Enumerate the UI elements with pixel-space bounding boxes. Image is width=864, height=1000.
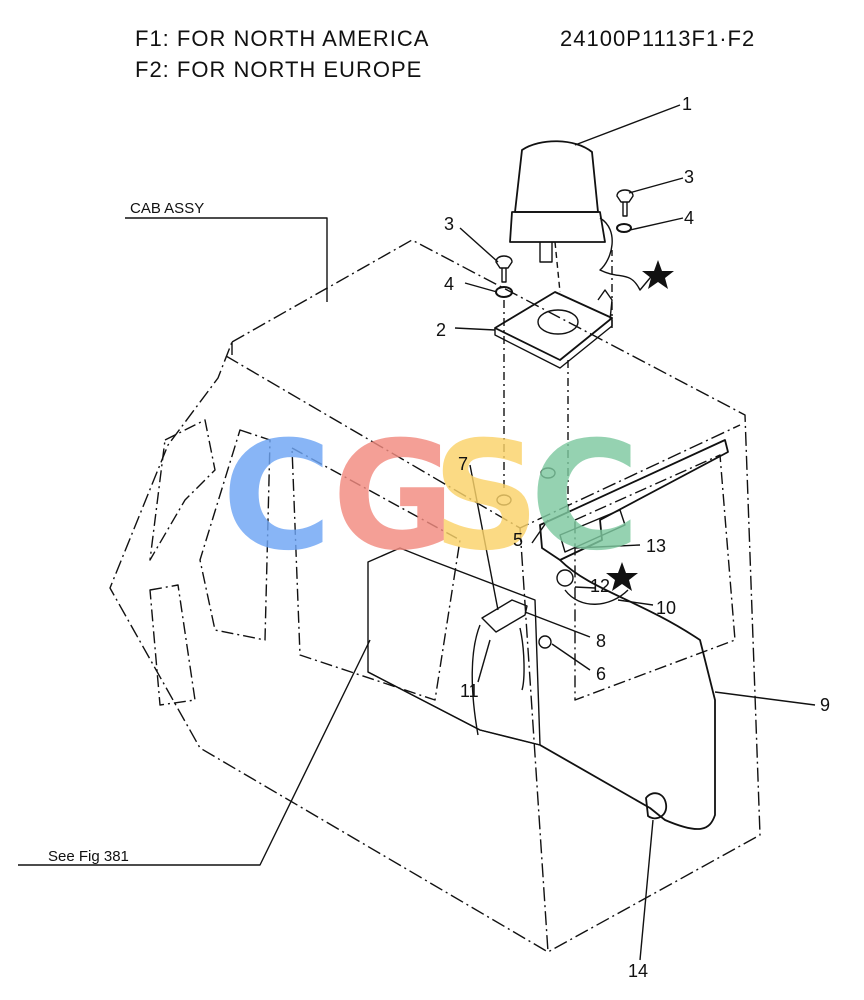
callout-9: 9 bbox=[820, 695, 830, 715]
callout-10: 10 bbox=[656, 598, 676, 618]
callout-8: 8 bbox=[596, 631, 606, 651]
cab-front-window bbox=[574, 454, 736, 701]
cab-assy-label: CAB ASSY bbox=[130, 200, 204, 217]
callout-4-right: 4 bbox=[684, 208, 694, 228]
harness-clip bbox=[645, 792, 668, 820]
see-fig-label: See Fig 381 bbox=[48, 848, 129, 865]
watermark: C G S C bbox=[222, 410, 640, 584]
mounting-bracket bbox=[494, 291, 613, 361]
relay-bracket bbox=[481, 599, 528, 633]
callout-7: 7 bbox=[458, 454, 468, 474]
callout-14: 14 bbox=[628, 961, 648, 981]
callout-3-right: 3 bbox=[684, 167, 694, 187]
callout-1: 1 bbox=[682, 94, 692, 114]
wiring-harness-9 bbox=[539, 559, 716, 830]
cab-outline bbox=[109, 239, 761, 953]
bolt-right bbox=[616, 189, 634, 217]
callout-3-left: 3 bbox=[444, 214, 454, 234]
beacon-lamp bbox=[514, 140, 599, 213]
callout-11: 11 bbox=[460, 681, 479, 701]
star-marker-mid bbox=[606, 562, 638, 591]
cab-left-window-a bbox=[149, 419, 216, 561]
callout-12: 12 bbox=[590, 576, 610, 596]
watermark-letter-1: C bbox=[222, 410, 332, 584]
watermark-letter-4: C bbox=[530, 410, 640, 584]
watermark-letter-2: G bbox=[332, 410, 455, 584]
region-note-f2: F2: FOR NORTH EUROPE bbox=[135, 57, 423, 82]
callout-6: 6 bbox=[596, 664, 606, 684]
bolt-left bbox=[495, 255, 513, 283]
region-note-f1: F1: FOR NORTH AMERICA bbox=[135, 26, 430, 51]
washer-right bbox=[616, 223, 632, 233]
part-number: 24100P1113F1·F2 bbox=[560, 26, 756, 51]
callout-4-left: 4 bbox=[444, 274, 454, 294]
cab-handrail bbox=[149, 584, 196, 706]
callout-13: 13 bbox=[646, 536, 666, 556]
cab-left-window-b bbox=[199, 429, 271, 641]
callout-2: 2 bbox=[436, 320, 446, 340]
cab-door-window bbox=[291, 447, 461, 701]
switch-bracket bbox=[539, 439, 729, 561]
callout-5: 5 bbox=[513, 530, 523, 550]
star-marker-top bbox=[642, 260, 674, 289]
cab-vertical-edge bbox=[519, 527, 549, 953]
watermark-letter-3: S bbox=[432, 410, 540, 584]
